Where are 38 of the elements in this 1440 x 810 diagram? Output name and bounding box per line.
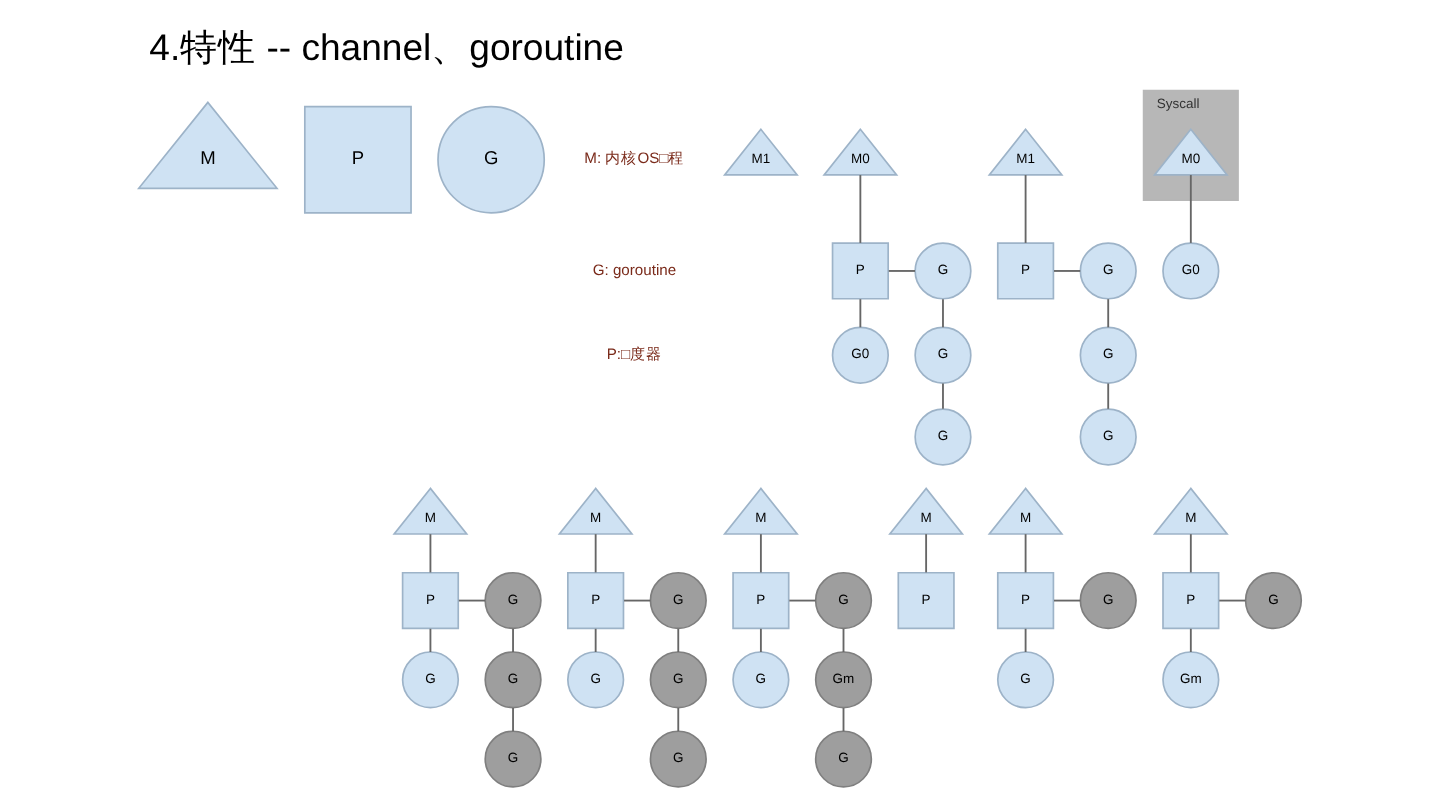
connector bbox=[1189, 627, 1192, 653]
connector bbox=[594, 627, 597, 653]
diagram-title: 4.特性 -- channel、goroutine bbox=[149, 25, 624, 68]
connector bbox=[1189, 533, 1192, 574]
connector bbox=[1107, 298, 1110, 329]
connector bbox=[1053, 270, 1082, 272]
label: P:□度器 bbox=[606, 344, 663, 363]
connector bbox=[942, 382, 944, 410]
connector bbox=[925, 533, 928, 574]
connector bbox=[859, 298, 862, 329]
label: M: 内核OS□程 bbox=[584, 149, 685, 168]
connector bbox=[759, 627, 762, 653]
label: G: goroutine bbox=[592, 260, 677, 279]
connector bbox=[842, 707, 845, 733]
connector bbox=[677, 627, 680, 653]
connector bbox=[512, 627, 514, 653]
connector bbox=[1107, 382, 1110, 410]
connector bbox=[759, 533, 762, 574]
connector bbox=[1189, 174, 1192, 244]
connector bbox=[1024, 627, 1027, 653]
connector bbox=[1218, 599, 1247, 602]
connector bbox=[859, 174, 862, 244]
connector bbox=[942, 298, 944, 329]
connector bbox=[512, 707, 514, 733]
connector bbox=[429, 533, 432, 574]
connector bbox=[887, 270, 916, 272]
connector bbox=[594, 533, 597, 574]
connector bbox=[457, 599, 486, 602]
connector bbox=[677, 707, 680, 733]
connector bbox=[623, 599, 652, 602]
node-box: P bbox=[303, 105, 412, 214]
node-circle: G bbox=[437, 105, 546, 214]
connector bbox=[842, 627, 845, 653]
connector bbox=[1053, 599, 1082, 602]
connector bbox=[429, 627, 432, 653]
connector bbox=[788, 599, 817, 602]
connector bbox=[1024, 174, 1027, 244]
connector bbox=[1024, 533, 1027, 574]
